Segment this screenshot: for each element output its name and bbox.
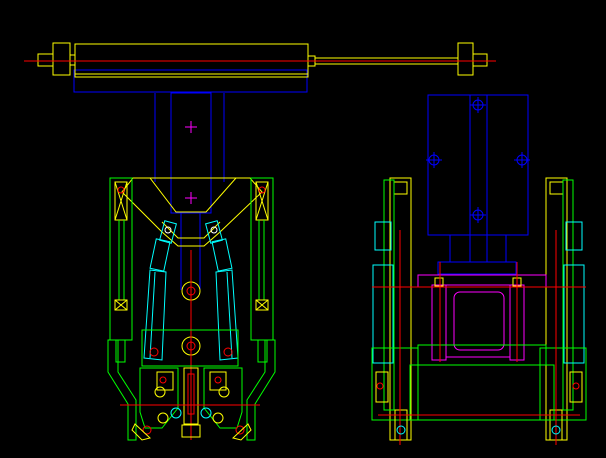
cylinder-left-cap-flange — [37, 53, 54, 67]
mounting-block-markers — [185, 121, 197, 204]
cylinder-left-cap-inner — [69, 54, 76, 66]
left-linkage-cylinder — [143, 220, 177, 361]
left-pivot-arm — [107, 177, 137, 441]
front-jaw-assembly — [120, 329, 260, 441]
gripper-frame — [121, 177, 263, 247]
hydraulic-cylinder — [24, 42, 496, 93]
mounting-block-body — [170, 92, 212, 214]
side-construction-lines — [372, 230, 586, 445]
cylinder-left-cap — [52, 42, 71, 76]
left-side-frame — [371, 177, 419, 441]
side-view — [371, 94, 587, 445]
cylinder-base-plate — [73, 69, 308, 93]
right-linkage-cylinder — [205, 220, 239, 361]
cylinder-right-cap — [457, 42, 474, 76]
gripper-frame-outline — [121, 177, 263, 247]
side-plate-markers — [426, 97, 530, 223]
right-pivot-arm — [246, 177, 276, 441]
gripper-frame-inner — [161, 221, 221, 239]
center-box-assembly — [409, 274, 555, 421]
right-side-frame — [539, 177, 587, 441]
front-view — [24, 42, 496, 441]
cylinder-right-cap-flange — [472, 53, 488, 67]
center-rod — [181, 250, 201, 440]
mounting-block — [154, 92, 225, 290]
side-mounting-plate — [427, 94, 529, 275]
side-bottom-bolts — [376, 382, 580, 435]
